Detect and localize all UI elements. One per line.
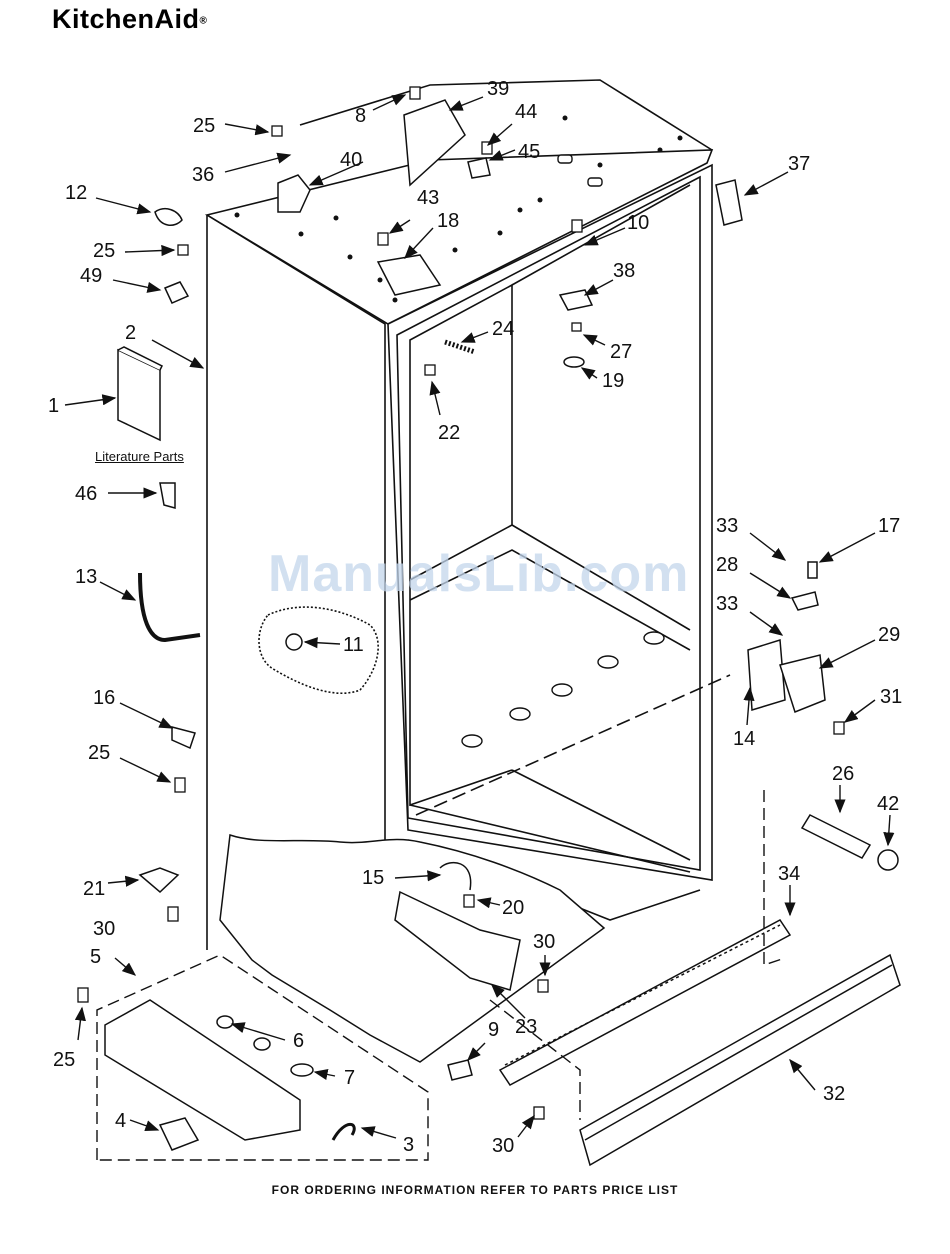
callout-38: 38 [613, 260, 635, 282]
callout-23: 23 [515, 1016, 537, 1038]
footer-note: FOR ORDERING INFORMATION REFER TO PARTS … [0, 1183, 950, 1197]
tube-part [140, 573, 200, 640]
callout-43: 43 [417, 187, 439, 209]
kick-plate-32 [580, 955, 900, 1165]
callout-26: 26 [832, 763, 854, 785]
callout-7: 7 [344, 1067, 355, 1089]
callout-11: 11 [343, 634, 364, 656]
callout-20: 20 [502, 897, 524, 919]
callout-14: 14 [733, 728, 755, 750]
callout-9: 9 [488, 1019, 499, 1041]
hinge-arm-28 [792, 592, 818, 610]
callout-36: 36 [192, 164, 214, 186]
callout-29: 29 [878, 624, 900, 646]
clip-part [160, 483, 175, 508]
callout-25d: 25 [53, 1049, 75, 1071]
callout-49: 49 [80, 265, 102, 287]
callout-22: 22 [438, 422, 460, 444]
callout-18: 18 [437, 210, 459, 232]
callout-27: 27 [610, 341, 632, 363]
clip-3 [333, 1124, 354, 1140]
oring-7 [291, 1064, 313, 1076]
callout-10: 10 [627, 212, 649, 234]
hinge-29 [780, 655, 825, 712]
callout-30: 30 [93, 918, 115, 940]
callout-1: 1 [48, 395, 59, 417]
bracket-16 [172, 727, 195, 748]
callout-6: 6 [293, 1030, 304, 1052]
literature-parts-label: Literature Parts [95, 449, 184, 464]
callout-17: 17 [878, 515, 900, 537]
callout-25b: 25 [93, 240, 115, 262]
hinge-plate-14 [748, 640, 785, 710]
washer-19 [564, 357, 584, 367]
callout-3: 3 [403, 1134, 414, 1156]
callout-19: 19 [602, 370, 624, 392]
callout-25c: 25 [88, 742, 110, 764]
callout-8: 8 [355, 105, 366, 127]
callout-45: 45 [518, 141, 540, 163]
callout-31: 31 [880, 686, 902, 708]
callout-32: 32 [823, 1083, 845, 1105]
callout-40: 40 [340, 149, 362, 171]
callout-33: 33 [716, 515, 738, 537]
cover-37 [716, 180, 742, 225]
bracket-21 [140, 868, 178, 892]
callout-25: 25 [193, 115, 215, 137]
clamp-part [155, 209, 182, 226]
callout-37: 37 [788, 153, 810, 175]
callout-39: 39 [487, 78, 509, 100]
callout-33b: 33 [716, 593, 738, 615]
callout-15: 15 [362, 867, 384, 889]
callout-13: 13 [75, 566, 97, 588]
callout-30b: 30 [533, 931, 555, 953]
clip-49 [165, 282, 188, 303]
watermark: ManualsLib.com [268, 544, 689, 604]
callout-44: 44 [515, 101, 537, 123]
base-rail-5 [105, 1000, 300, 1140]
clip-9 [448, 1060, 472, 1080]
foot-6a [217, 1016, 233, 1028]
callout-34: 34 [778, 863, 800, 885]
pin-17 [808, 562, 817, 578]
grommet-11 [286, 634, 302, 650]
roller-4 [160, 1118, 198, 1150]
knob-42 [878, 850, 898, 870]
callout-28: 28 [716, 554, 738, 576]
callout-12: 12 [65, 182, 87, 204]
callout-42: 42 [877, 793, 899, 815]
box-45 [468, 158, 490, 178]
callout-16: 16 [93, 687, 115, 709]
callout-5: 5 [90, 946, 101, 968]
callout-46: 46 [75, 483, 97, 505]
callout-2: 2 [125, 322, 136, 344]
tube-26 [802, 815, 870, 858]
callout-30c: 30 [492, 1135, 514, 1157]
callout-24: 24 [492, 318, 514, 340]
callout-4: 4 [115, 1110, 126, 1132]
callout-21: 21 [83, 878, 105, 900]
foot-6b [254, 1038, 270, 1050]
